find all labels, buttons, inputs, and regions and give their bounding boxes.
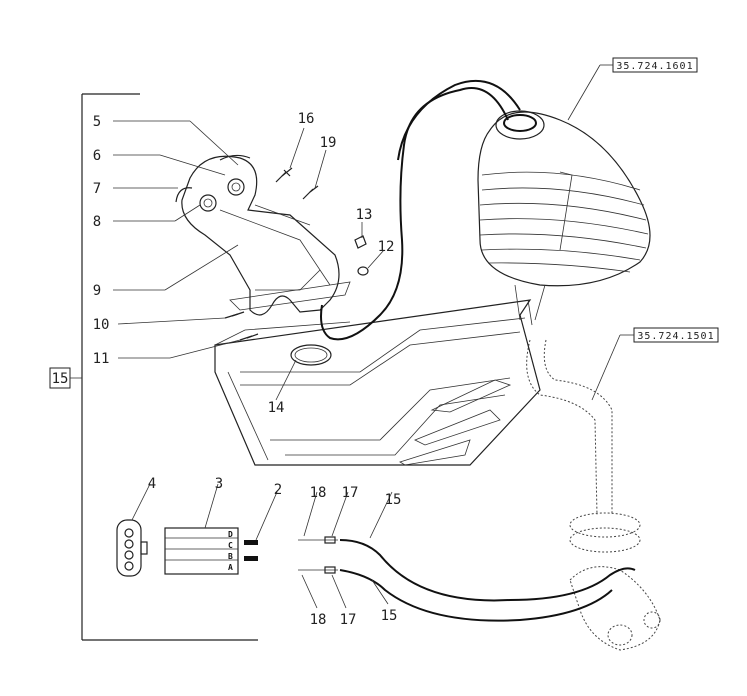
callout-12: 12 <box>378 239 395 255</box>
pin-c-label: C <box>228 541 233 550</box>
callout-numbers: 5 6 7 8 9 10 11 16 19 13 12 14 4 3 2 18 … <box>93 111 402 628</box>
callout-11: 11 <box>93 351 110 367</box>
connector-housing: D C B A <box>164 527 258 575</box>
callout-2: 2 <box>274 482 282 498</box>
joystick-handle <box>175 154 340 316</box>
callout-4: 4 <box>148 476 156 492</box>
leader-lines <box>113 120 393 609</box>
main-cable <box>320 79 533 341</box>
reference-box-upper: 35.724.1601 <box>567 57 698 121</box>
rubber-boot <box>477 110 651 321</box>
callout-14: 14 <box>268 400 285 416</box>
reference-box-lower: 35.724.1501 <box>591 327 719 401</box>
callout-17-top: 17 <box>342 485 359 501</box>
harness-cables <box>298 536 636 622</box>
callout-5: 5 <box>93 114 101 130</box>
callout-9: 9 <box>93 283 101 299</box>
connector-seal <box>116 519 148 577</box>
pin-d-label: D <box>228 530 233 539</box>
mounting-post <box>526 339 661 651</box>
reference-upper-text: 35.724.1601 <box>616 61 693 72</box>
callout-15-bottom: 15 <box>381 608 398 624</box>
callout-15-top: 15 <box>385 492 402 508</box>
callout-7: 7 <box>93 181 101 197</box>
callout-18-top: 18 <box>310 485 327 501</box>
pin-a-label: A <box>228 563 233 572</box>
callout-10: 10 <box>93 317 110 333</box>
callout-6: 6 <box>93 148 101 164</box>
group-label: 15 <box>52 371 69 387</box>
group-bracket: 15 <box>49 93 258 641</box>
callout-13: 13 <box>356 207 373 223</box>
callout-17-bottom: 17 <box>340 612 357 628</box>
callout-18-bottom: 18 <box>310 612 327 628</box>
callout-16: 16 <box>298 111 315 127</box>
callout-3: 3 <box>215 476 223 492</box>
pin-b-label: B <box>228 552 233 561</box>
console-panel <box>214 281 541 466</box>
callout-8: 8 <box>93 214 101 230</box>
reference-lower-text: 35.724.1501 <box>637 331 714 342</box>
fasteners <box>224 167 369 366</box>
callout-19: 19 <box>320 135 337 151</box>
